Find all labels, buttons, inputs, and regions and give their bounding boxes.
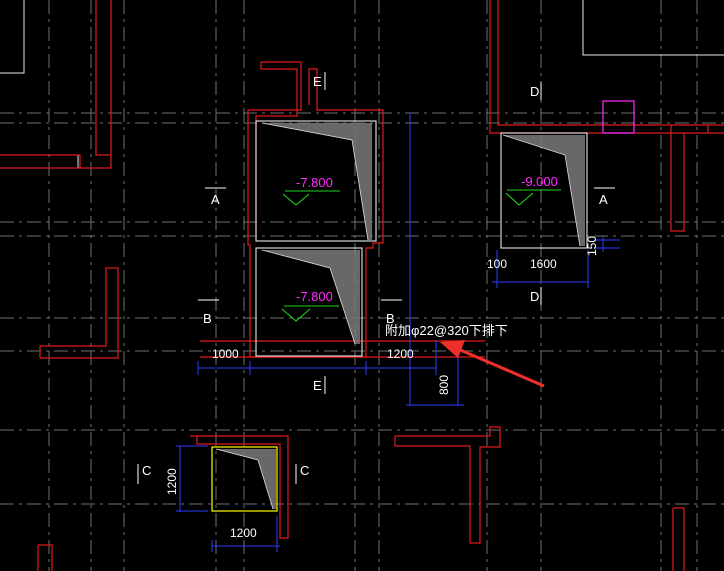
section-a-right: A bbox=[599, 192, 608, 207]
dim-1200-vertical: 1200 bbox=[165, 468, 179, 495]
elevation-marker-right: -9.000 bbox=[505, 174, 561, 206]
section-b-right: B bbox=[386, 311, 395, 326]
elevation-right-text: -9.000 bbox=[521, 174, 558, 189]
dim-1200-bottom: 1200 bbox=[230, 526, 257, 540]
section-b-left: B bbox=[203, 311, 212, 326]
section-c-right: C bbox=[300, 463, 309, 478]
pit-bottom bbox=[211, 446, 278, 512]
dim-1200-mid: 1200 bbox=[387, 347, 414, 361]
elevation-marker-upper: -7.800 bbox=[282, 175, 340, 206]
pit-lower bbox=[255, 247, 363, 357]
pit-upper bbox=[255, 120, 377, 242]
section-d-bottom: D bbox=[530, 289, 539, 304]
callout-arrow bbox=[440, 340, 545, 388]
section-e-top: E bbox=[313, 74, 322, 89]
section-a-left: A bbox=[211, 192, 220, 207]
dim-1000: 1000 bbox=[212, 347, 239, 361]
elevation-lower-text: -7.800 bbox=[296, 289, 333, 304]
pit-right bbox=[500, 132, 588, 249]
rebar-annotation: 附加φ22@320下排下 bbox=[385, 323, 508, 338]
section-c-left: C bbox=[142, 463, 151, 478]
section-e-bottom: E bbox=[313, 378, 322, 393]
elevation-marker-lower: -7.800 bbox=[281, 289, 339, 322]
section-d-top: D bbox=[530, 84, 539, 99]
dim-1600: 1600 bbox=[530, 257, 557, 271]
column-box bbox=[602, 100, 635, 134]
dim-150: 150 bbox=[585, 236, 599, 256]
dim-800: 800 bbox=[437, 375, 451, 395]
dim-100: 100 bbox=[487, 257, 507, 271]
elevation-upper-text: -7.800 bbox=[296, 175, 333, 190]
dimension-lines bbox=[176, 113, 620, 552]
section-marks: E D A A B B D E C C bbox=[137, 72, 615, 484]
